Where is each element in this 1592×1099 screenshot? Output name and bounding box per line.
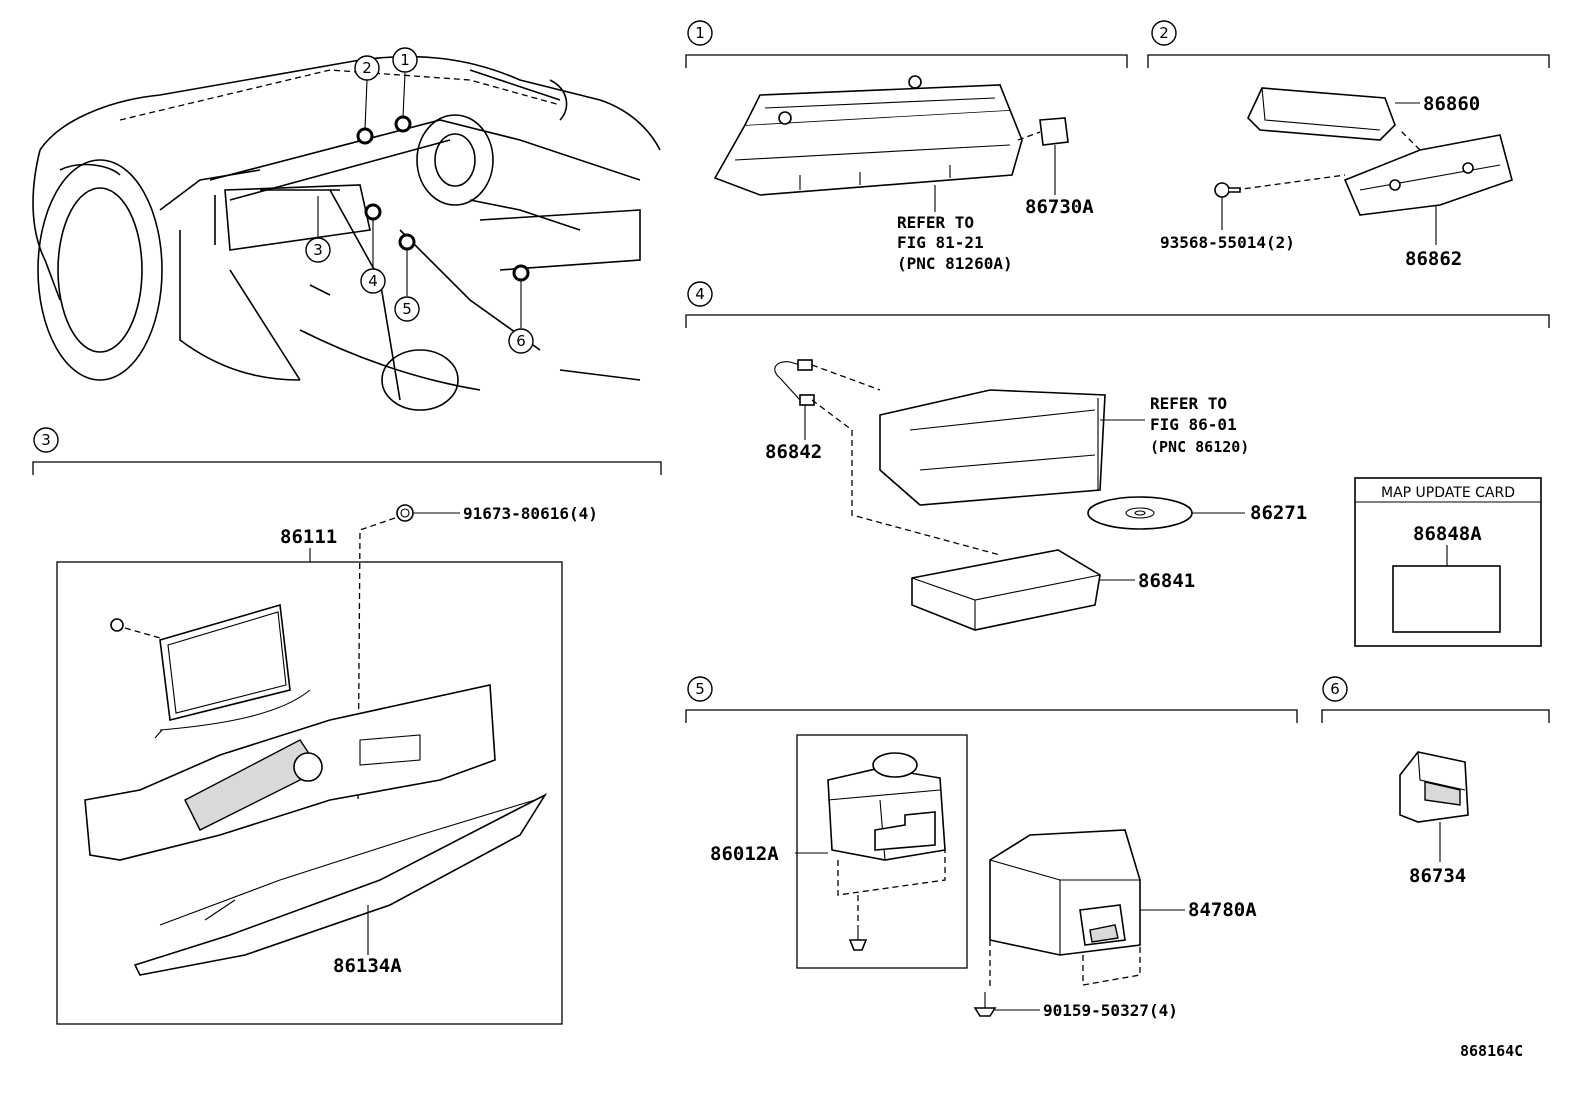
part-86734-label: 86734 (1409, 865, 1466, 887)
section-headers: 1 2 3 4 5 6 (32, 20, 1550, 723)
overview-callout-3: 3 (313, 241, 323, 259)
overview-callout-6: 6 (516, 332, 526, 350)
part-86012A-label: 86012A (710, 843, 779, 865)
ref1-line1: REFER TO (897, 213, 974, 232)
section-3-number: 3 (41, 431, 51, 449)
part-86841-label: 86841 (1138, 570, 1195, 592)
section-6-number: 6 (1330, 680, 1340, 698)
map-update-card-title: MAP UPDATE CARD (1381, 485, 1515, 501)
section-5-number: 5 (695, 680, 705, 698)
part-86134A-label: 86134A (333, 955, 402, 977)
assembly-86012A-box (796, 734, 968, 969)
ref1-line2: FIG 81-21 (897, 233, 984, 252)
figure-id: 868164C (1460, 1042, 1523, 1060)
part-86842-label: 86842 (765, 441, 822, 463)
section-3-parts: 86111 91673-80616(4) 86134A (56, 504, 598, 1025)
map-update-card-box (1354, 477, 1542, 647)
ref1-line3: (PNC 81260A) (897, 254, 1013, 273)
section-6-parts: 86734 (1399, 751, 1469, 887)
overview-callout-5: 5 (402, 300, 412, 318)
vehicle-overview: 1 2 3 4 5 6 (32, 47, 661, 411)
section-2-number: 2 (1159, 24, 1169, 42)
overview-callout-1: 1 (400, 51, 410, 69)
part-93568-label: 93568-55014(2) (1160, 233, 1295, 252)
part-91673-label: 91673-80616(4) (463, 504, 598, 523)
part-86111-label: 86111 (280, 526, 337, 548)
assembly-86111-box (56, 561, 563, 1025)
part-86860-label: 86860 (1423, 93, 1480, 115)
section-5-parts: 86012A 84780A 90159-50327(4) (710, 734, 1257, 1020)
part-90159-label: 90159-50327(4) (1043, 1001, 1178, 1020)
section-1-parts: 86730A REFER TO FIG 81-21 (PNC 81260A) (713, 75, 1094, 273)
ref4-line1: REFER TO (1150, 394, 1227, 413)
part-86730A-label: 86730A (1025, 196, 1094, 218)
section-4-parts: 86842 REFER TO FIG 86-01 (PNC 86120) 862… (765, 359, 1542, 647)
overview-callout-2: 2 (362, 59, 372, 77)
part-84780A-label: 84780A (1188, 899, 1257, 921)
ref4-line3: (PNC 86120) (1150, 438, 1249, 456)
section-4-number: 4 (695, 285, 705, 303)
part-86271-label: 86271 (1250, 502, 1307, 524)
section-2-parts: 86860 93568-55014(2) 86862 (1160, 87, 1513, 270)
part-86848A-label: 86848A (1413, 523, 1482, 545)
section-1-number: 1 (695, 24, 705, 42)
ref4-line2: FIG 86-01 (1150, 415, 1237, 434)
part-86862-label: 86862 (1405, 248, 1462, 270)
overview-callout-4: 4 (368, 272, 378, 290)
